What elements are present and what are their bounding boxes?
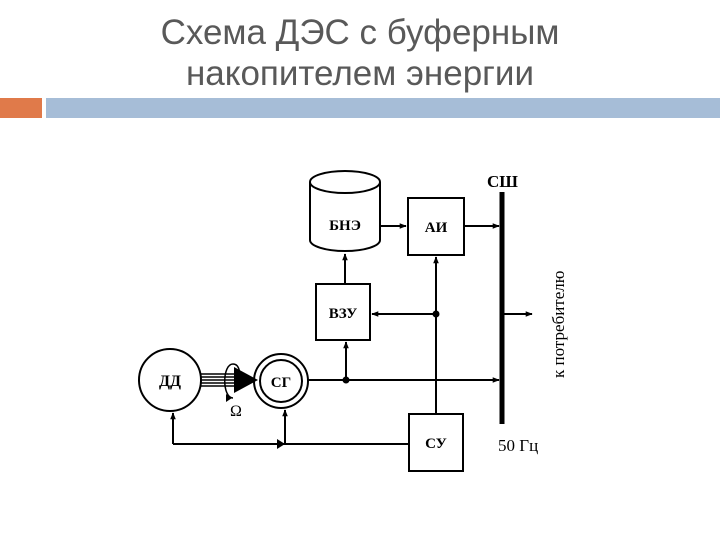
inverter-block: АИ — [407, 197, 465, 256]
title-line-1: Схема ДЭС с буферным — [160, 13, 560, 52]
rotation-icon — [224, 363, 241, 399]
generator-label: СГ — [271, 375, 291, 391]
generator-block: СГ — [253, 353, 309, 409]
frequency-label: 50 Гц — [498, 436, 538, 455]
omega-label: Ω — [230, 403, 242, 420]
energy-storage-block: БНЭ — [309, 170, 381, 252]
control-unit-label: СУ — [425, 436, 447, 452]
inverter-label: АИ — [425, 220, 448, 236]
junction-dots — [342, 310, 440, 384]
diesel-engine-block: ДД — [138, 348, 202, 412]
energy-storage-label: БНЭ — [329, 218, 361, 234]
accent-bar-orange — [0, 98, 42, 118]
accent-bar-blue — [46, 98, 720, 118]
consumer-label: к потребителю — [549, 270, 568, 378]
shaft-connection — [201, 373, 240, 387]
title-line-2: накопителем энергии — [185, 54, 535, 93]
charger-label: ВЗУ — [329, 306, 358, 322]
diesel-engine-label: ДД — [159, 373, 181, 390]
bus-label: СШ — [487, 172, 518, 191]
control-unit-block: СУ — [408, 413, 464, 472]
slide-title: Схема ДЭС с буферным накопителем энергии — [0, 12, 720, 94]
rotation-arrow-tip — [226, 394, 232, 402]
charger-block: ВЗУ — [315, 283, 371, 341]
feedback-arrow-mid — [277, 439, 285, 449]
connection-lines — [170, 223, 533, 445]
